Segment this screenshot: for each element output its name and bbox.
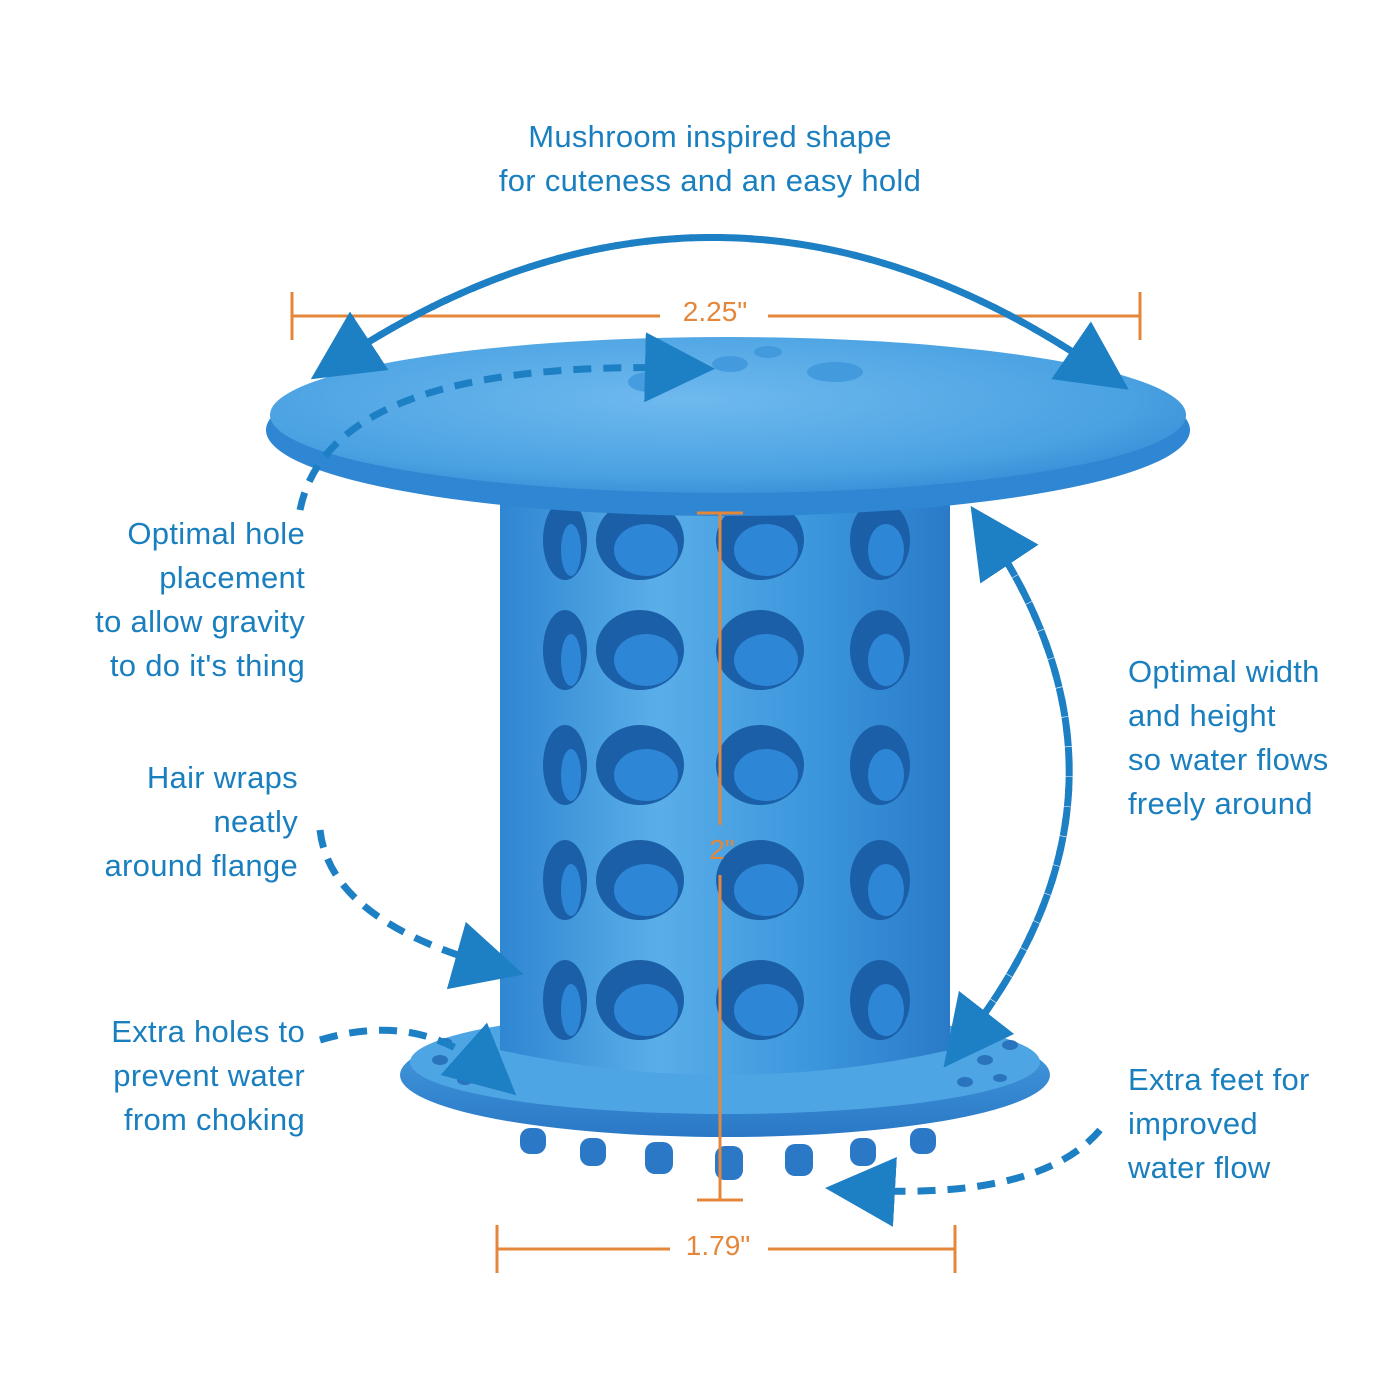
cylinder-hole-inner [614, 749, 678, 801]
drain-hair-catcher-image [266, 337, 1190, 1180]
dashed-curved-arrow-icon [296, 332, 715, 511]
cylinder-hole-inner [614, 984, 678, 1036]
cylinder-hole-inner [868, 749, 904, 801]
dashed-curved-arrow-icon [825, 1127, 1103, 1227]
callout-extra-feet: Extra feet for improved water flow [1128, 1062, 1310, 1185]
cylinder-hole-inner [734, 634, 798, 686]
cylinder-hole-inner [868, 634, 904, 686]
cylinder-hole-inner [868, 864, 904, 916]
cylinder-hole-inner [561, 524, 581, 576]
callout-mushroom-shape: Mushroom inspired shape for cuteness and… [498, 119, 922, 198]
dimension-lines [290, 292, 1142, 1273]
cylinder-hole-inner [614, 524, 678, 576]
cylinder-hole-inner [734, 749, 798, 801]
callout-hair-wraps: Hair wraps neatly around flange [104, 760, 298, 883]
callout-hole-placement: Optimal hole placement to allow gravity … [95, 516, 305, 683]
cylinder-hole-inner [734, 984, 798, 1036]
cylinder-hole-inner [868, 524, 904, 576]
bottom-width-label: 1.79" [685, 1230, 751, 1261]
cylinder-hole-inner [614, 634, 678, 686]
cylinder-hole-inner [561, 634, 581, 686]
cylinder-hole-inner [614, 864, 678, 916]
dashed-curved-arrow-icon [316, 829, 524, 990]
dashed-curved-arrow-icon [943, 533, 1073, 1068]
cylinder-hole-inner [561, 984, 581, 1036]
cylinder-hole-inner [734, 864, 798, 916]
dashed-arrows [296, 234, 1129, 1227]
cylinder-holes [543, 500, 910, 1040]
cylinder-hole-inner [561, 749, 581, 801]
cylinder-hole-inner [561, 864, 581, 916]
cylinder-hole-inner [734, 524, 798, 576]
height-label: 2" [709, 834, 735, 865]
dashed-curved-arrow-icon [310, 234, 1102, 380]
callout-width-height: Optimal width and height so water flows … [1128, 654, 1329, 821]
dashed-curved-arrow-icon [318, 1022, 517, 1096]
dashed-curved-arrow-icon [338, 234, 1129, 390]
top-width-label: 2.25" [682, 296, 748, 327]
callout-extra-holes: Extra holes to prevent water from chokin… [111, 1014, 305, 1137]
cylinder-hole-inner [868, 984, 904, 1036]
